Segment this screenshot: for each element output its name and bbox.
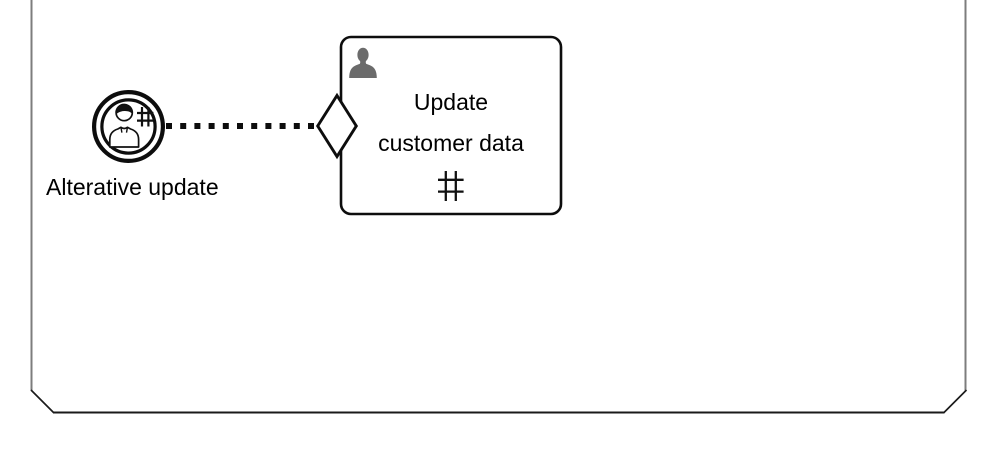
hash-marker-icon bbox=[438, 171, 464, 201]
intermediate-event[interactable] bbox=[91, 89, 166, 164]
group-frame-bevel-right bbox=[943, 389, 968, 414]
group-frame[interactable] bbox=[30, 0, 968, 414]
hash-icon bbox=[137, 107, 154, 127]
task-shape[interactable] bbox=[339, 35, 563, 216]
user-silhouette-icon bbox=[349, 47, 377, 78]
task-label-line2: customer data bbox=[378, 130, 524, 156]
task-label-line1: Update bbox=[413, 89, 489, 115]
gateway-diamond[interactable] bbox=[315, 92, 359, 160]
group-frame-bevel-left bbox=[30, 389, 55, 414]
user-icon bbox=[108, 103, 140, 148]
event-label: Alterative update bbox=[46, 174, 219, 200]
